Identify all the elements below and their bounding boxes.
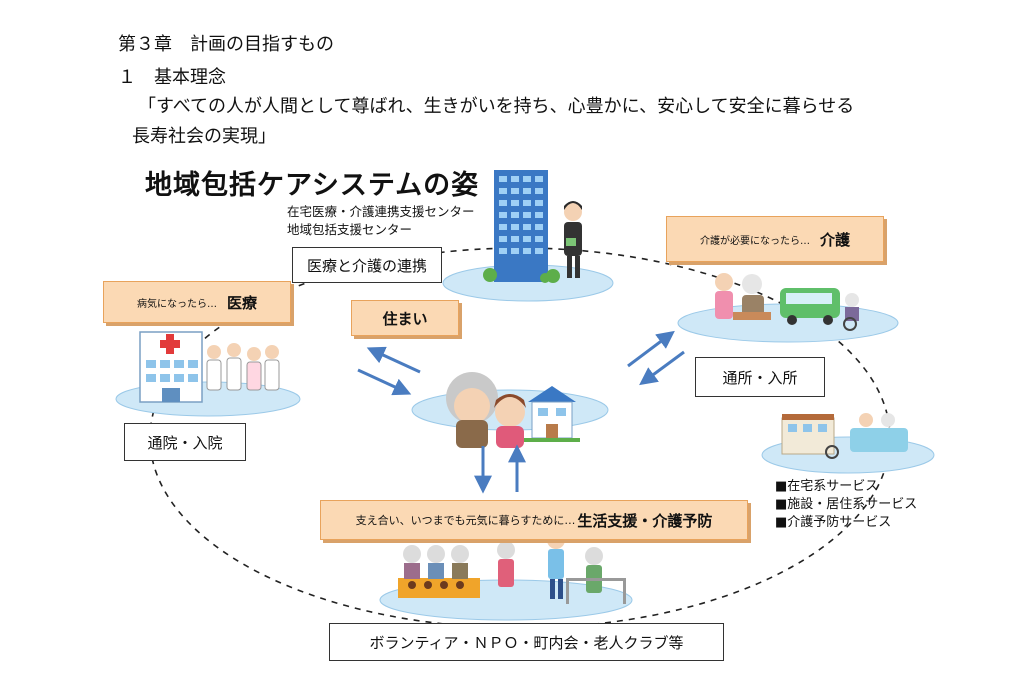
center-label-renkei: 在宅医療・介護連携支援センター [287, 204, 475, 219]
arrow-medical-to-home [357, 368, 412, 396]
house-icon [524, 386, 580, 442]
staff-woman-icon [564, 201, 582, 278]
motto-line-2: 長寿社会の実現」 [132, 126, 276, 147]
elderly-couple-icon [446, 372, 526, 448]
box-life-support-prefix: 支え合い、いつまでも元気に暮らすために… [355, 514, 576, 527]
service-facility: ■施設・居住系サービス [775, 497, 918, 512]
box-outpatient-hospitalization: 通院・入院 [124, 423, 246, 461]
box-housing-main: 住まい [382, 309, 428, 328]
box-medical: 病気になったら… 医療 [103, 281, 291, 323]
center-label-houkatsu: 地域包括支援センター [287, 222, 413, 237]
service-prevention: ■介護予防サービス [775, 515, 892, 530]
caregiver-elder-icon [715, 273, 771, 320]
box-care: 介護が必要になったら… 介護 [666, 216, 884, 262]
box-community-groups: ボランティア・ＮＰＯ・町内会・老人クラブ等 [329, 623, 724, 661]
day-service-bus-icon [780, 288, 859, 331]
care-facility-icon [781, 413, 908, 459]
box-care-prefix: 介護が必要になったら… [699, 235, 810, 247]
box-medical-care-coordination: 医療と介護の連携 [292, 247, 442, 283]
flow-arrows [357, 330, 685, 494]
arrow-home-to-care [627, 330, 675, 368]
hospital-icon [139, 331, 203, 403]
box-medical-main: 医療 [226, 293, 257, 312]
box-housing: 住まい [351, 300, 459, 336]
box-daycare-admission: 通所・入所 [695, 357, 825, 397]
box-medical-prefix: 病気になったら… [136, 298, 217, 310]
service-legend: ■在宅系サービス ■施設・居住系サービス ■介護予防サービス [775, 478, 917, 532]
motto-line-1: 「すべての人が人間として尊ばれ、生きがいを持ち、心豊かに、安心して安全に暮らせる [138, 96, 855, 117]
box-life-support-main: 生活支援・介護予防 [577, 511, 713, 530]
arrow-care-to-home [639, 350, 685, 386]
section-heading: １ 基本理念 [118, 67, 226, 88]
arrow-home-to-medical [366, 346, 421, 374]
service-home: ■在宅系サービス [775, 479, 879, 494]
box-life-support: 支え合い、いつまでも元気に暮らすために… 生活支援・介護予防 [320, 500, 748, 540]
office-tower-icon [483, 170, 560, 283]
chapter-heading: 第３章 計画の目指すもの [118, 34, 334, 55]
doctors-nurses-icon [206, 343, 280, 391]
diagram-title: 地域包括ケアシステムの姿 [145, 170, 480, 201]
box-care-main: 介護 [819, 230, 850, 249]
